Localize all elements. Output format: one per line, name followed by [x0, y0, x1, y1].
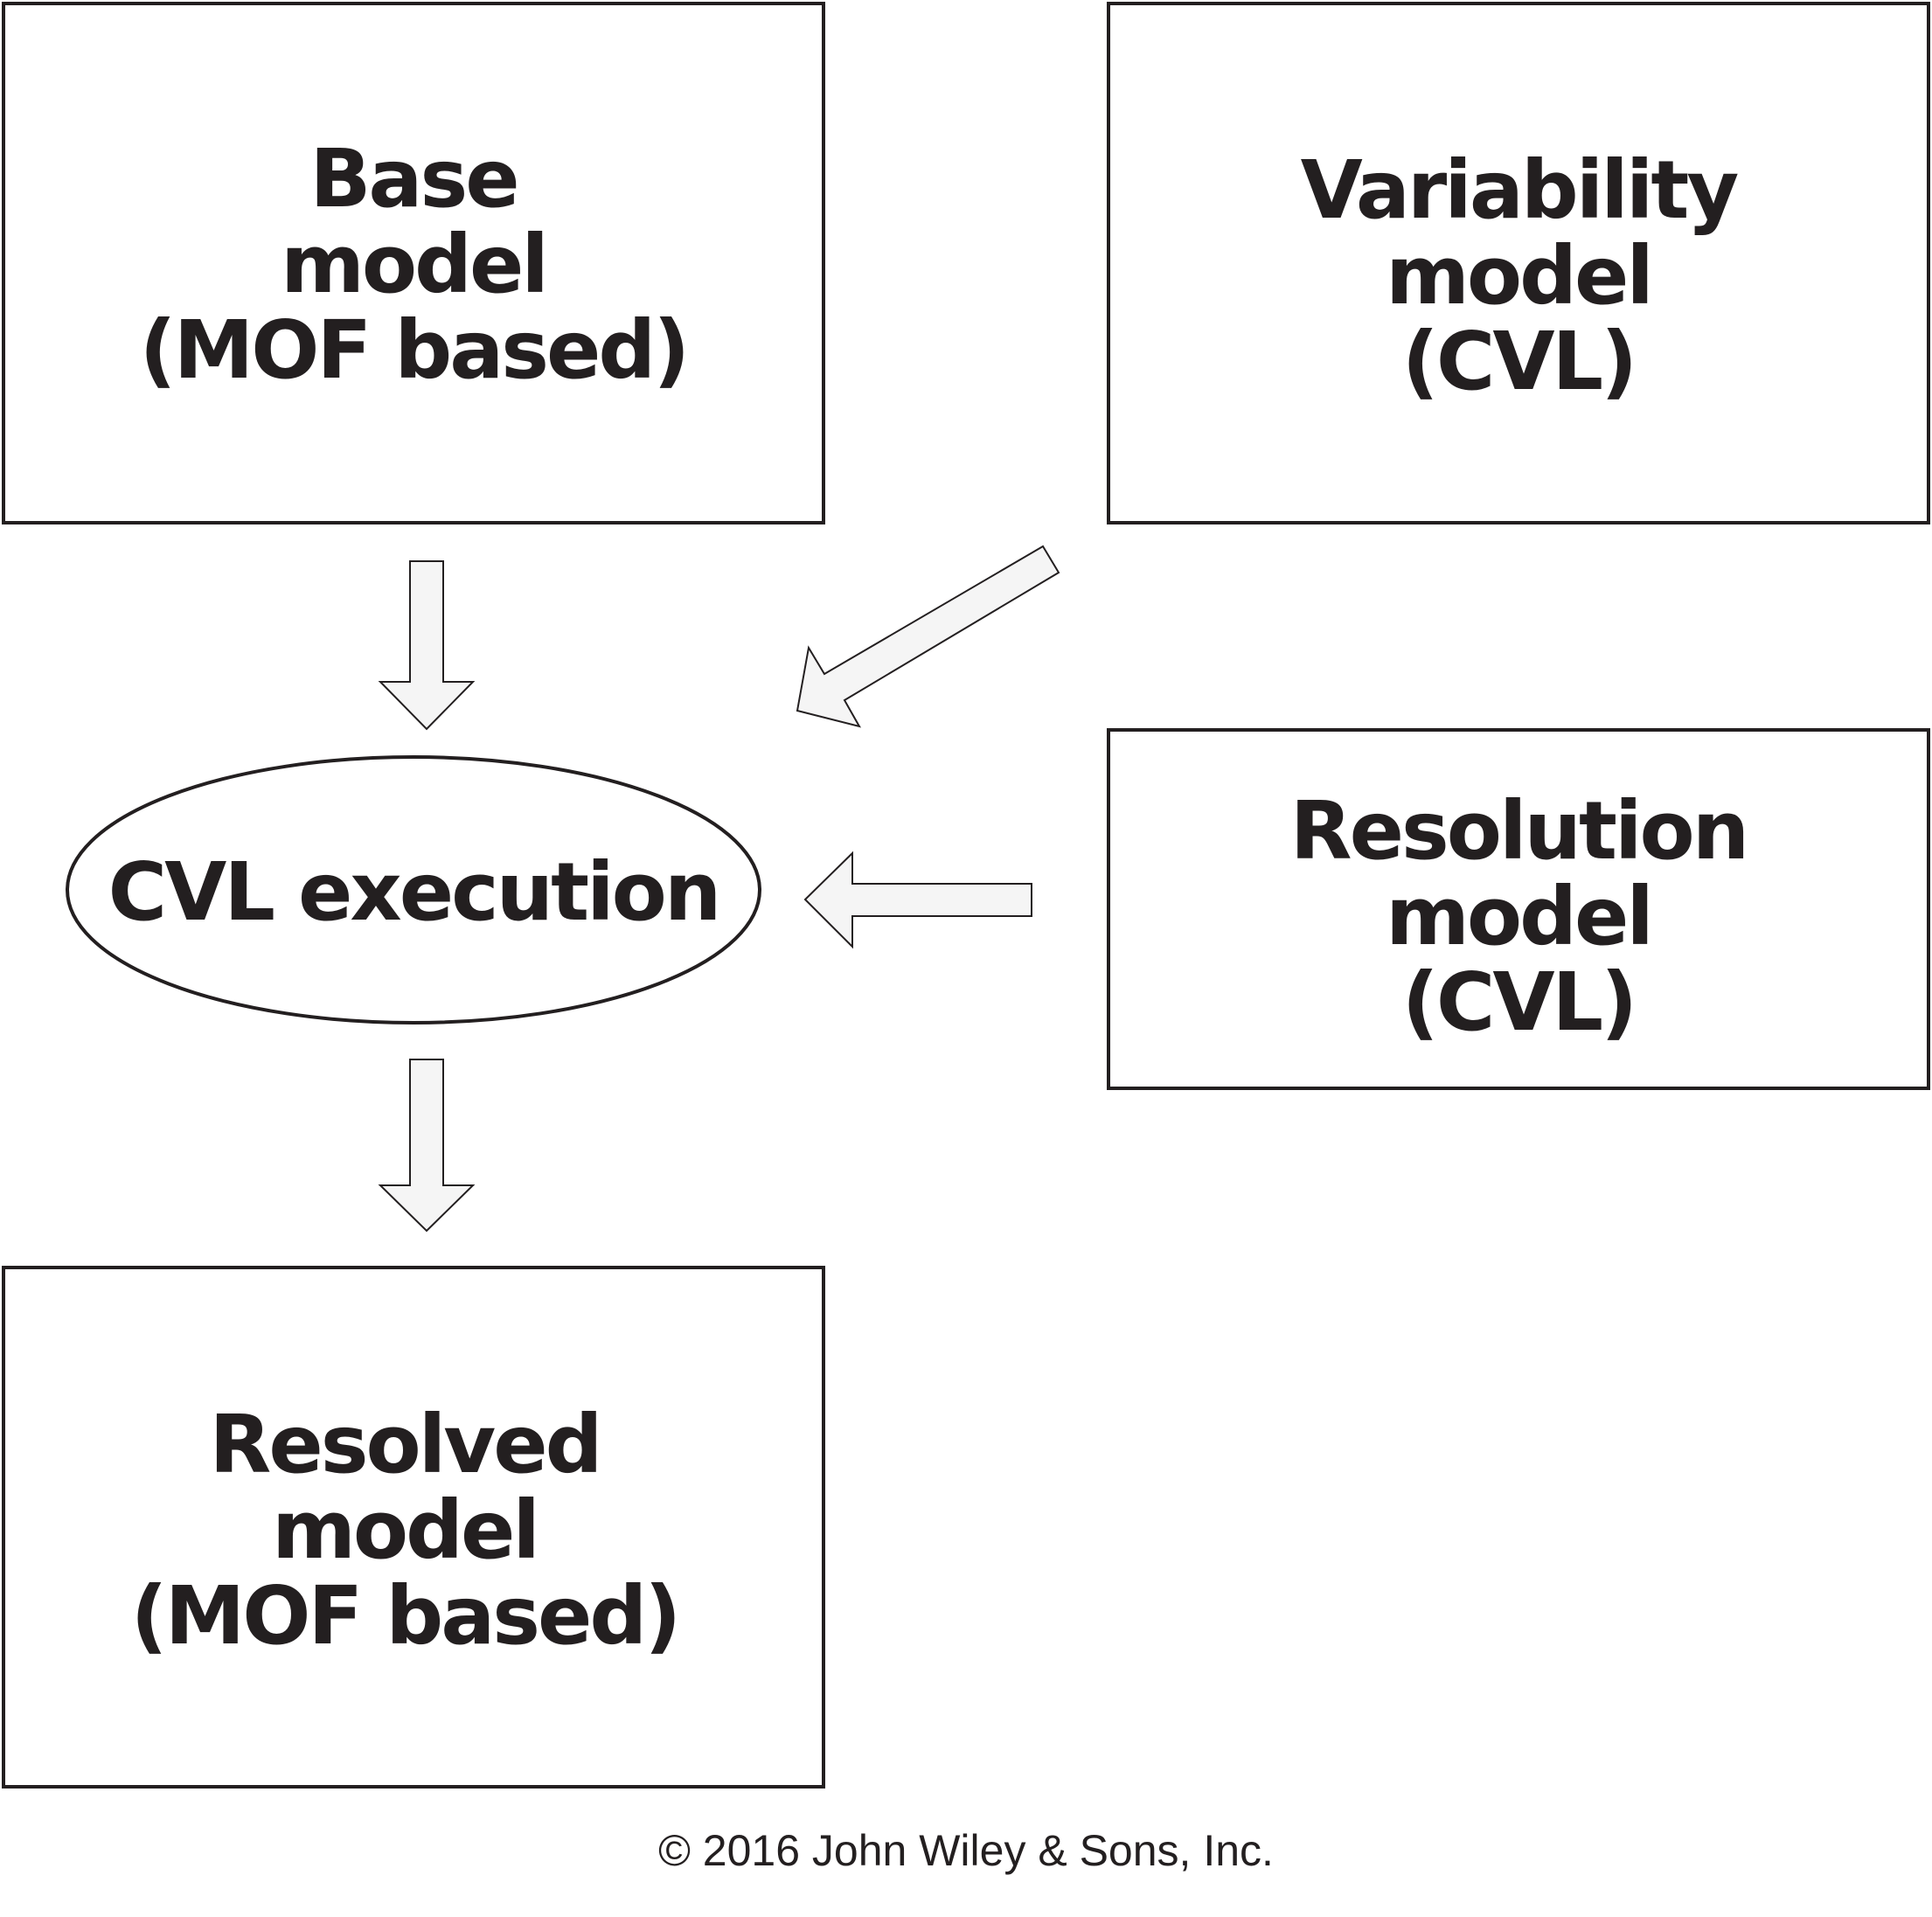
- variability-model-box: Variability model (CVL): [1107, 2, 1930, 524]
- resolved-model-label: Resolved model (MOF based): [130, 1398, 682, 1663]
- resolution-model-box: Resolution model (CVL): [1107, 728, 1930, 1090]
- cvl-execution-label: CVL execution: [108, 844, 722, 939]
- copyright-notice: © 2016 John Wiley & Sons, Inc.: [658, 1826, 1274, 1875]
- base-model-label: Base model (MOF based): [139, 132, 691, 397]
- resolved-model-box: Resolved model (MOF based): [2, 1266, 825, 1789]
- variability-model-label: Variability model (CVL): [1300, 143, 1740, 408]
- arrow-base-to-execution: [378, 560, 476, 731]
- arrow-resolution-to-execution: [803, 851, 1032, 949]
- arrow-execution-to-resolved: [378, 1059, 476, 1233]
- cvl-execution-ellipse: [66, 755, 761, 1024]
- base-model-box: Base model (MOF based): [2, 2, 825, 524]
- arrow-variability-to-execution: [796, 545, 1060, 728]
- resolution-model-label: Resolution model (CVL): [1289, 784, 1749, 1049]
